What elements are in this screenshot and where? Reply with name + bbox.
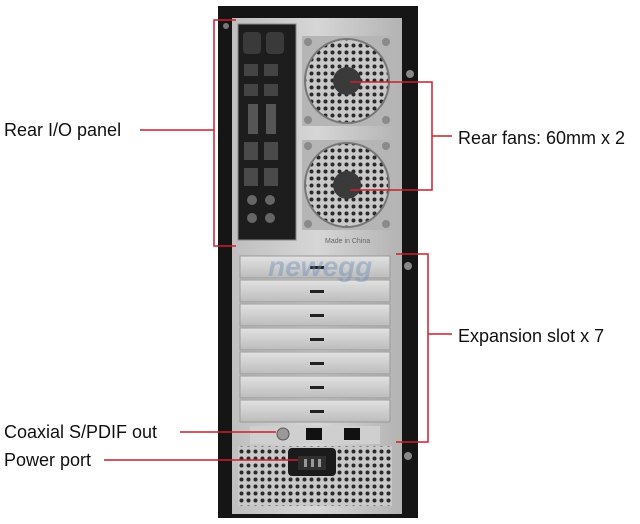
rear-io-panel-label: Rear I/O panel — [4, 120, 122, 140]
coaxial-spdif-label: Coaxial S/PDIF out — [4, 422, 158, 442]
psu-area — [238, 446, 392, 506]
rear-fans-label: Rear fans: 60mm x 2 — [458, 128, 626, 148]
callout-rear-io — [140, 19, 236, 247]
callout-expansion-slots — [396, 253, 452, 443]
power-port-label: Power port — [4, 450, 92, 470]
expansion-slot-label: Expansion slot x 7 — [458, 326, 605, 346]
watermark: newegg — [268, 251, 372, 282]
expansion-slots — [239, 255, 391, 423]
spdif-area — [250, 426, 380, 444]
rear-io-panel — [237, 23, 297, 241]
rear-fan-bottom — [302, 140, 392, 230]
made-in-label: Made in China — [325, 238, 370, 245]
callout-rear-fans — [350, 81, 452, 191]
rear-fan-top — [302, 36, 392, 126]
